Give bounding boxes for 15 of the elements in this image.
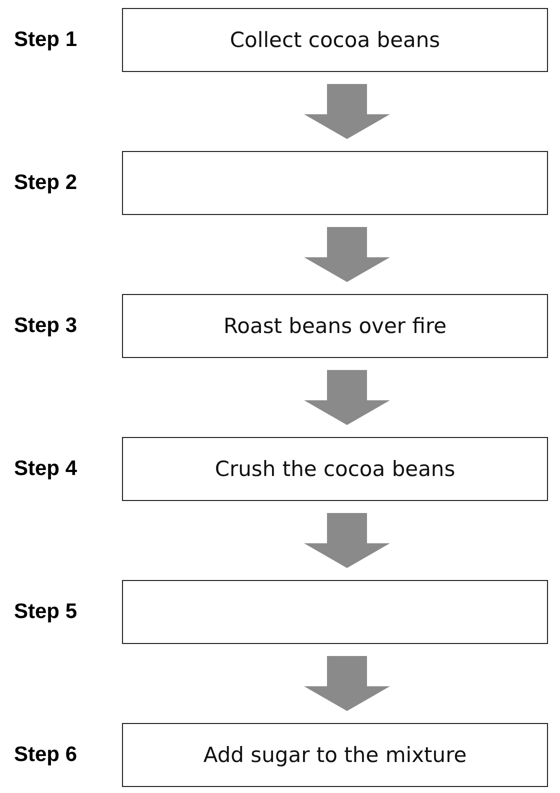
step-label: Step 6 [14,743,78,767]
arrow [304,370,390,425]
step-text: Add sugar to the mixture [203,743,467,767]
arrow [304,513,390,568]
step-label: Step 3 [14,314,78,338]
step-label: Step 4 [14,457,78,481]
arrow [304,656,390,711]
step-text: Collect cocoa beans [230,28,440,52]
step-label: Step 2 [14,171,78,195]
step-label: Step 5 [14,600,78,624]
step-text: Crush the cocoa beans [214,457,456,481]
arrow [304,84,390,139]
arrow [304,227,390,282]
step-text: Roast beans over fire [223,314,447,338]
step-label: Step 1 [14,28,78,52]
